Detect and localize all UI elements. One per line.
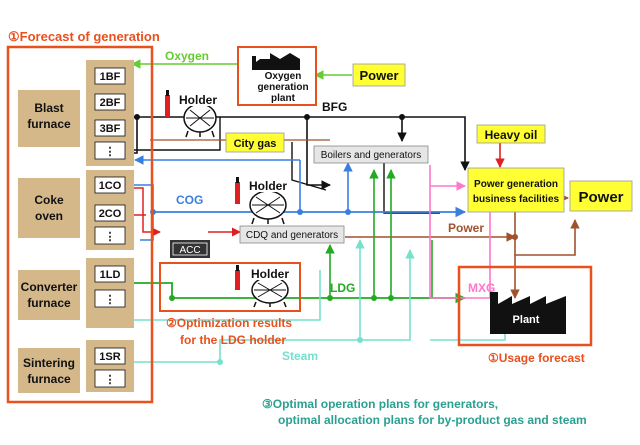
svg-text:Holder: Holder [179, 93, 217, 107]
ldg-holder: Holder [235, 265, 292, 308]
svg-text:Converter: Converter [21, 280, 78, 294]
converter-units: 1LD ⋮ [86, 258, 134, 328]
unit-1sr [94, 347, 126, 365]
svg-text:oven: oven [35, 209, 63, 223]
optimization-results-line1: ②Optimization results [166, 316, 292, 330]
optimization-results-line2: for the LDG holder [180, 333, 286, 347]
ldg-main-line [122, 282, 467, 304]
oxygen-plant: Oxygen generation plant [237, 46, 317, 106]
svg-text:Plant: Plant [513, 314, 540, 326]
svg-text:1SR: 1SR [99, 351, 120, 363]
usage-forecast: ①Usage forecast [488, 351, 585, 365]
svg-text:3BF: 3BF [100, 123, 121, 135]
svg-text:Power generation: Power generation [474, 179, 558, 190]
svg-text:Power: Power [578, 189, 623, 206]
svg-text:furnace: furnace [27, 117, 71, 131]
svg-text:business facilities: business facilities [473, 194, 560, 205]
ldg-label: LDG [330, 281, 355, 295]
bfg-label: BFG [322, 100, 347, 114]
power-generation-box: Power generation business facilities [467, 167, 565, 213]
power-mid-label: Power [448, 221, 484, 235]
unit-2bf [94, 93, 126, 111]
heavy-oil-box: Heavy oil [476, 124, 546, 144]
bfg-main-line [137, 116, 470, 171]
steam-label: Steam [282, 349, 318, 363]
svg-text:1CO: 1CO [99, 180, 122, 192]
sintering-furnace-block: Sintering furnace [18, 348, 80, 393]
coke-units: 1CO 2CO ⋮ [86, 170, 134, 250]
plant-icon [490, 292, 566, 334]
coke-oven-block: Coke oven [18, 178, 80, 238]
optimal-plans-line2: optimal allocation plans for by-product … [278, 413, 587, 427]
svg-text:CDQ and generators: CDQ and generators [246, 230, 338, 241]
svg-text:1LD: 1LD [100, 269, 121, 281]
svg-text:Coke: Coke [34, 193, 64, 207]
mxg-label: MXG [468, 281, 495, 295]
svg-text:plant: plant [271, 93, 296, 104]
boilers-box: Boilers and generators [313, 145, 429, 164]
unit-1bf [94, 67, 126, 85]
svg-text:ACC: ACC [179, 245, 200, 256]
svg-text:Oxygen: Oxygen [265, 71, 302, 82]
blast-furnace-block: Blast furnace [18, 90, 80, 147]
cdq-box: CDQ and generators [239, 225, 345, 244]
svg-text:generation: generation [257, 82, 308, 93]
svg-text:Holder: Holder [249, 179, 287, 193]
svg-text:⋮: ⋮ [105, 294, 116, 306]
svg-text:⋮: ⋮ [105, 231, 116, 243]
city-gas-line [291, 142, 327, 191]
svg-text:Heavy oil: Heavy oil [485, 128, 538, 142]
svg-text:furnace: furnace [27, 372, 71, 386]
svg-text:Sintering: Sintering [23, 356, 75, 370]
ldg-holder-frame [159, 262, 301, 312]
svg-text:1BF: 1BF [100, 71, 121, 83]
usage-frame [457, 265, 593, 347]
unit-1co [94, 176, 126, 194]
blast-units: 1BF 2BF 3BF ⋮ [86, 60, 134, 166]
svg-text:2CO: 2CO [99, 208, 122, 220]
svg-text:City gas: City gas [234, 138, 277, 150]
converter-furnace-block: Converter furnace [18, 270, 80, 320]
acc-box: ACC [170, 240, 210, 258]
factory-icon [252, 53, 300, 70]
cog-holder: Holder [235, 177, 290, 225]
steam-line [122, 249, 415, 363]
forecast-frame [6, 45, 154, 404]
svg-text:Blast: Blast [34, 101, 63, 115]
svg-text:Boilers and generators: Boilers and generators [321, 150, 422, 161]
svg-text:⋮: ⋮ [105, 146, 116, 158]
optimal-plans-line1: ③Optimal operation plans for generators, [262, 397, 498, 411]
bfg-holder: Holder [165, 90, 218, 138]
svg-text:⋮: ⋮ [105, 374, 116, 386]
unit-2co [94, 204, 126, 222]
unit-3bf [94, 119, 126, 137]
power-box-top: Power [352, 63, 406, 87]
svg-text:furnace: furnace [27, 296, 71, 310]
cog-label: COG [176, 193, 203, 207]
oxygen-label: Oxygen [165, 49, 209, 63]
power-box-right: Power [569, 180, 633, 212]
forecast-title: ①Forecast of generation [8, 29, 160, 44]
city-gas-box: City gas [225, 132, 285, 153]
svg-text:Holder: Holder [251, 267, 289, 281]
plant: Plant [490, 292, 566, 334]
unit-1ld [94, 265, 126, 283]
sintering-units: 1SR ⋮ [86, 340, 134, 392]
svg-text:Power: Power [359, 68, 398, 83]
svg-text:2BF: 2BF [100, 97, 121, 109]
